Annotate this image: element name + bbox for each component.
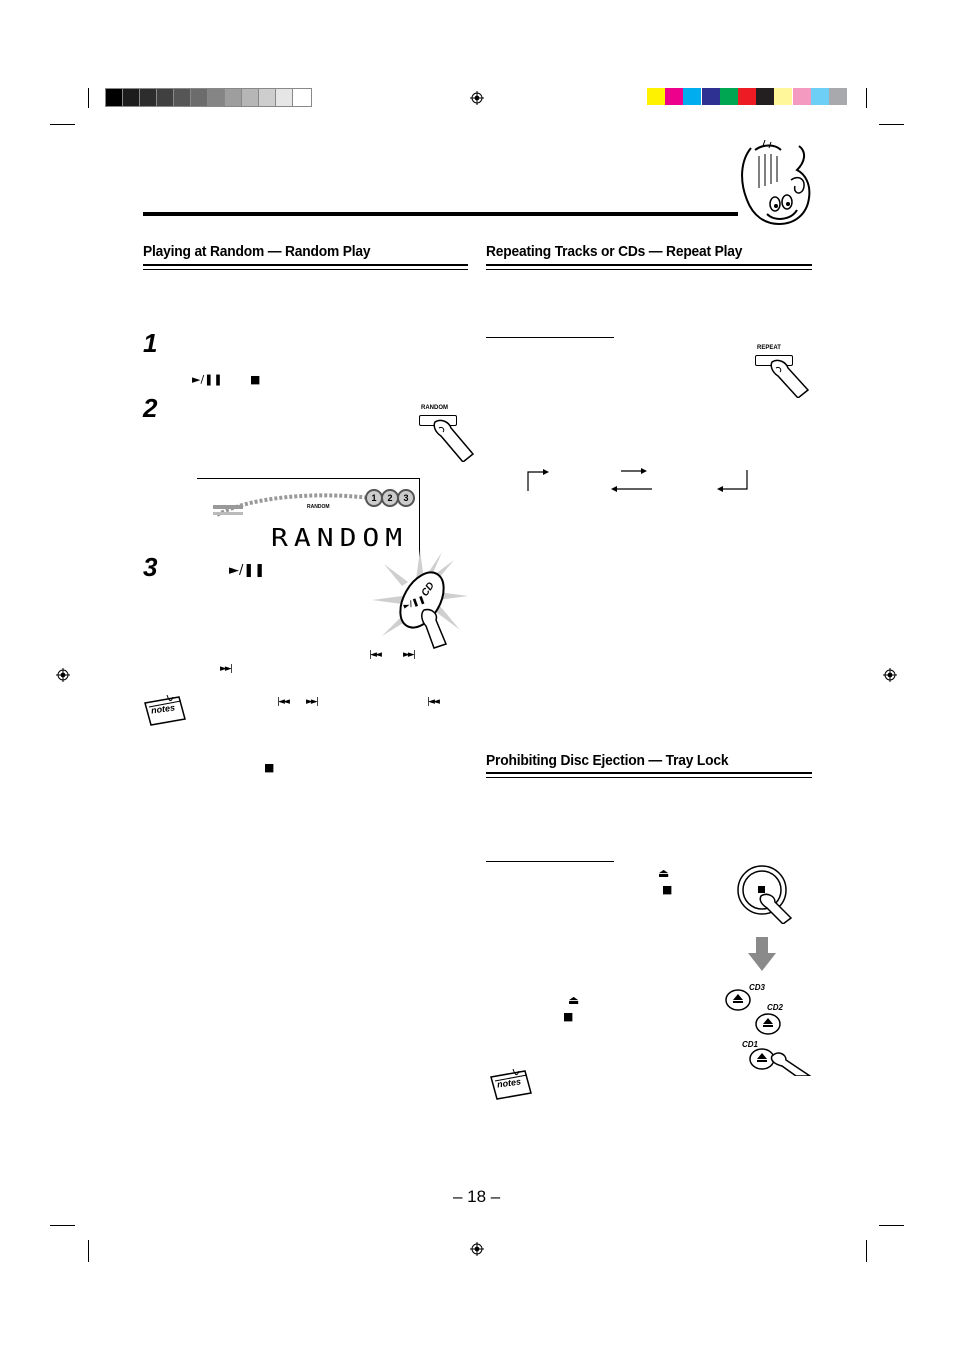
step-number: 1 <box>143 328 158 358</box>
calibration-swatch <box>738 88 756 105</box>
crop-mark <box>866 88 867 108</box>
calibration-swatch <box>829 88 847 105</box>
calibration-swatch <box>683 88 702 105</box>
section-heading-tray-lock: Prohibiting Disc Ejection — Tray Lock <box>486 752 729 769</box>
calibration-swatch <box>774 88 793 105</box>
notes-icon <box>144 694 186 726</box>
registration-mark-icon <box>470 1242 484 1256</box>
disc-number: 3 <box>403 493 409 503</box>
subheading-underline <box>486 337 614 338</box>
finger-icon <box>770 359 810 398</box>
display-panel: RANDOM 1 2 3 RANDOM <box>197 478 420 569</box>
calibration-swatch <box>647 88 665 105</box>
down-arrow-icon <box>748 937 776 971</box>
crop-mark <box>879 124 904 125</box>
cd3-eject-button <box>725 989 751 1011</box>
top-rule <box>143 212 738 216</box>
next-symbol: ►►| <box>306 697 319 707</box>
subheading-underline <box>486 861 614 862</box>
cd2-eject-button <box>755 1013 781 1035</box>
heading-rule <box>486 264 812 270</box>
random-button-illustration: RANDOM <box>415 402 475 462</box>
notes-icon <box>490 1068 532 1100</box>
track-indicator-arc <box>213 493 404 517</box>
crop-mark <box>50 124 75 125</box>
crop-mark <box>50 1225 75 1226</box>
finger-icon <box>433 419 475 462</box>
crop-mark <box>879 1225 904 1226</box>
stop-button-illustration <box>737 865 793 924</box>
stop-symbol: ■ <box>662 883 673 896</box>
cd1-eject-button <box>749 1048 812 1076</box>
crop-mark <box>866 1240 867 1262</box>
calibration-swatch <box>792 88 811 105</box>
crop-mark <box>88 1240 89 1262</box>
eject-symbol: ⏏ <box>658 866 670 880</box>
section-heading-repeat-play: Repeating Tracks or CDs — Repeat Play <box>486 243 743 260</box>
registration-mark-icon <box>883 668 897 682</box>
calibration-swatch <box>810 88 829 105</box>
prev-symbol: |◄◄ <box>369 650 382 660</box>
heading-rule <box>143 264 468 270</box>
registration-mark-icon <box>470 91 484 105</box>
display-main-text: RANDOM <box>271 522 409 553</box>
play-pause-symbol: ►/❚❚ <box>229 563 266 578</box>
stop-symbol: ■ <box>563 1010 574 1023</box>
next-symbol: ►►| <box>220 664 233 674</box>
step-number: 2 <box>143 393 158 423</box>
repeat-button-label: REPEAT <box>757 345 781 351</box>
random-button-label: RANDOM <box>421 405 448 411</box>
cd2-label: CD2 <box>767 1003 784 1012</box>
cd3-label: CD3 <box>749 983 766 992</box>
repeat-button-illustration: REPEAT <box>750 342 812 398</box>
next-symbol: ►►| <box>403 650 416 660</box>
play-pause-symbol: ►/❚❚ <box>192 373 223 386</box>
crop-mark <box>88 88 89 108</box>
calibration-swatch <box>756 88 775 105</box>
disc-number: 2 <box>387 493 393 503</box>
prev-symbol: |◄◄ <box>277 697 290 707</box>
calibration-swatch <box>719 88 738 105</box>
cd-play-button-illustration <box>372 550 468 649</box>
step-number: 3 <box>143 552 158 582</box>
page-number: – 18 – <box>453 1187 501 1206</box>
cd1-label: CD1 <box>742 1040 759 1049</box>
disc-indicator-3: 3 <box>397 489 415 507</box>
section-heading-random-play: Playing at Random — Random Play <box>143 243 371 260</box>
heading-rule <box>486 772 812 778</box>
lyre-mascot-icon <box>741 140 811 226</box>
stop-symbol: ■ <box>264 761 275 774</box>
prev-symbol: |◄◄ <box>427 697 440 707</box>
display-random-indicator: RANDOM <box>307 504 330 510</box>
registration-mark-icon <box>56 668 70 682</box>
calibration-swatch <box>665 88 684 105</box>
calibration-swatch <box>292 88 312 107</box>
calibration-swatch <box>701 88 720 105</box>
eject-symbol: ⏏ <box>568 993 580 1007</box>
disc-number: 1 <box>371 493 377 503</box>
repeat-mode-cycle-diagram <box>527 468 748 492</box>
stop-symbol: ■ <box>250 373 261 386</box>
